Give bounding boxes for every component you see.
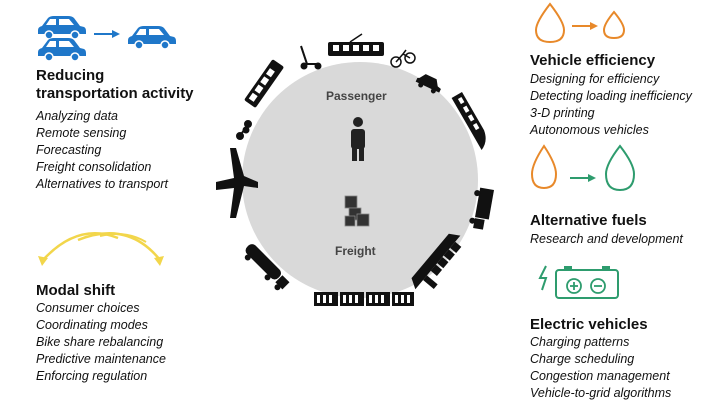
passenger-label: Passenger bbox=[326, 89, 387, 103]
list-item: Freight consolidation bbox=[36, 160, 152, 174]
car-icon bbox=[415, 74, 441, 94]
list-item: Charging patterns bbox=[530, 335, 630, 349]
freight-label: Freight bbox=[335, 244, 376, 258]
modal-shift-title: Modal shift bbox=[36, 282, 116, 299]
motorcycle-icon bbox=[236, 120, 252, 140]
alternative-fuels-drops-icon bbox=[530, 144, 636, 192]
list-item: Designing for efficiency bbox=[530, 72, 660, 86]
scooter-icon bbox=[300, 45, 322, 70]
cargo-ship-icon bbox=[411, 233, 462, 290]
tram-icon bbox=[328, 33, 384, 56]
alternative-fuels-list: Research and development bbox=[530, 231, 683, 248]
modal-shift-arrows-icon bbox=[38, 232, 164, 266]
highspeed-train-icon bbox=[451, 92, 486, 150]
list-item: Research and development bbox=[530, 232, 683, 246]
reducing-list: Analyzing data Remote sensing Forecastin… bbox=[36, 108, 168, 193]
tanker-truck-icon bbox=[244, 244, 290, 291]
bus-icon bbox=[244, 59, 284, 108]
freight-train-icon bbox=[314, 292, 414, 306]
list-item: Charge scheduling bbox=[530, 352, 635, 366]
list-item: Consumer choices bbox=[36, 301, 140, 315]
list-item: Remote sensing bbox=[36, 126, 127, 140]
list-item: Vehicle-to-grid algorithms bbox=[530, 386, 672, 400]
reducing-title-line2: transportation activity bbox=[36, 85, 194, 102]
efficiency-drops-icon bbox=[534, 2, 626, 44]
airplane-icon bbox=[216, 148, 258, 218]
transport-circle bbox=[216, 33, 494, 306]
alternative-fuels-title: Alternative fuels bbox=[530, 212, 647, 229]
center-circle bbox=[242, 62, 478, 298]
list-item: Forecasting bbox=[36, 143, 102, 157]
bicycle-icon bbox=[390, 49, 416, 68]
list-item: Congestion management bbox=[530, 369, 670, 383]
list-item: Alternatives to transport bbox=[36, 177, 169, 191]
reducing-title: Reducing transportation activity bbox=[36, 67, 194, 103]
battery-icon bbox=[538, 265, 619, 299]
cars-reduction-icon bbox=[38, 16, 176, 62]
list-item: Predictive maintenance bbox=[36, 352, 166, 366]
passenger-icon bbox=[351, 117, 365, 161]
truck-icon bbox=[469, 187, 494, 230]
modal-shift-list: Consumer choices Coordinating modes Bike… bbox=[36, 300, 166, 385]
vehicle-efficiency-title: Vehicle efficiency bbox=[530, 52, 656, 69]
list-item: Coordinating modes bbox=[36, 318, 148, 332]
freight-boxes-icon bbox=[344, 195, 370, 227]
vehicle-efficiency-list: Designing for efficiency Detecting loadi… bbox=[530, 71, 692, 139]
list-item: Enforcing regulation bbox=[36, 369, 148, 383]
list-item: Bike share rebalancing bbox=[36, 335, 164, 349]
reducing-title-line1: Reducing bbox=[36, 67, 105, 84]
list-item: Autonomous vehicles bbox=[530, 123, 649, 137]
list-item: Detecting loading inefficiency bbox=[530, 89, 692, 103]
list-item: 3-D printing bbox=[530, 106, 595, 120]
list-item: Analyzing data bbox=[36, 109, 119, 123]
electric-vehicles-title: Electric vehicles bbox=[530, 316, 648, 333]
electric-vehicles-list: Charging patterns Charge scheduling Cong… bbox=[530, 334, 671, 402]
